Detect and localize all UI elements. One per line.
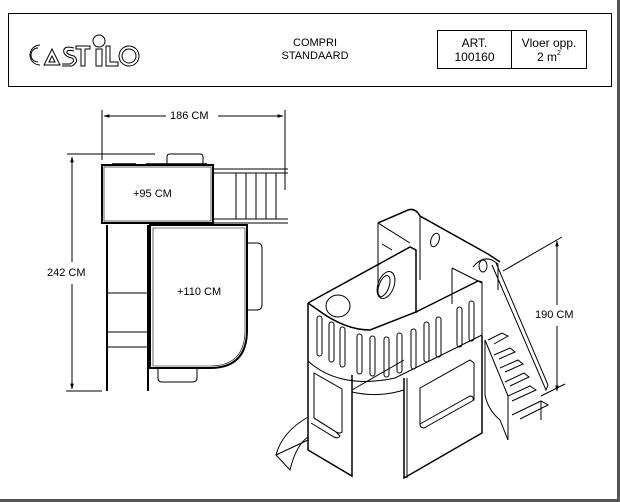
platform-high [149,224,248,369]
title-block [8,13,612,87]
floor-area-cell: Vloer opp. 2 m2 [511,30,587,69]
page-border-bottom [0,499,620,502]
window-bump-bottom [157,369,198,383]
floor-area-value: 2 m2 [537,50,561,64]
castilo-logo [29,34,140,67]
platform-high-height-label: +110 CM [177,286,222,298]
floor-area-label: Vloer opp. [521,36,577,50]
height-ext-top [502,236,563,272]
top-view [66,110,288,392]
isometric-view [275,208,566,480]
window-bump-right [248,242,263,311]
slide-top-view [106,225,149,391]
platform-low-height-label: +95 CM [133,188,172,200]
stairs-iso [484,262,550,441]
product-title: COMPRI STANDAARD [250,37,380,63]
article-number: 100160 [454,50,495,64]
height-ext-bottom [540,383,566,397]
height-dimension-label: 190 CM [532,309,577,321]
width-dimension-label: 186 CM [167,110,212,122]
platform-low [101,164,214,224]
ladder-top-view [213,168,288,224]
product-name: COMPRI [293,37,337,49]
depth-dimension-label: 242 CM [44,267,89,279]
product-variant: STANDAARD [281,50,349,62]
page-border-right [617,0,620,502]
article-label: ART. [461,36,488,50]
slide-iso [275,416,309,472]
